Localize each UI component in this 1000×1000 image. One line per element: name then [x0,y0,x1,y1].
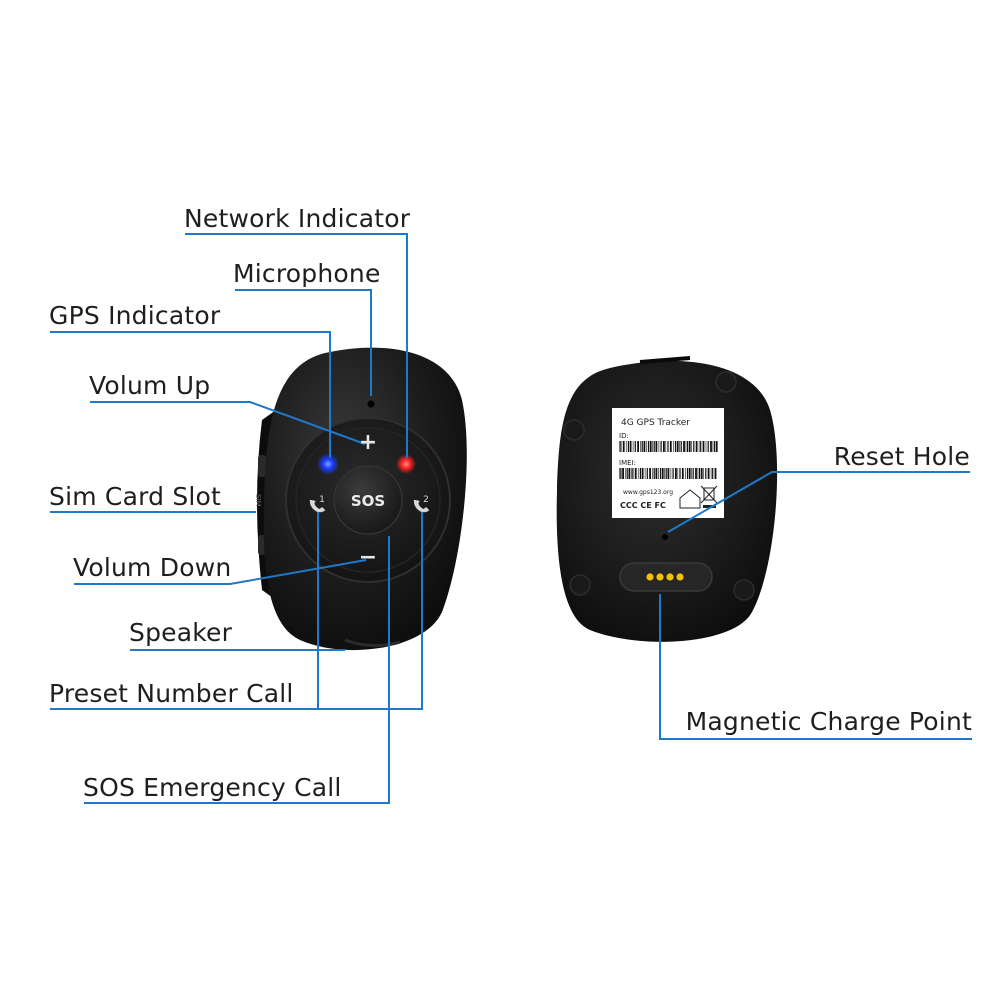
magnetic-charge-port [619,562,713,592]
screw-top-left [563,419,585,441]
label-speaker: Speaker [129,618,233,647]
charge-pin-3 [666,573,674,581]
control-ring-inner-edge [295,427,441,573]
network-indicator-led [396,454,416,474]
side-slot-text: SIM [254,494,262,507]
sos-button[interactable] [333,465,403,535]
screw-bottom-left [569,574,591,596]
leader-volum-down [74,559,367,585]
volum-up-symbol[interactable]: + [359,430,377,455]
sos-button-label[interactable]: SOS [351,492,385,510]
sticker-certification-marks: CCC CE FC [620,501,666,510]
sticker-imei: IMEI: [619,459,636,467]
speaker-grille [344,638,401,647]
gps-indicator-led [317,453,339,475]
phone-icon-2 [413,499,430,513]
device-back [556,356,778,642]
charge-pin-4 [676,573,684,581]
label-magnetic-charge-point: Magnetic Charge Point [685,707,972,736]
phone-icon-1 [309,499,326,513]
charge-pin-1 [646,573,654,581]
sticker-id: ID: [619,432,629,440]
label-volum-down: Volum Down [73,553,232,582]
leader-preset-call-2 [318,512,423,710]
device-front [257,347,467,651]
sim-card-slot-opening [258,455,266,477]
house-icon [679,489,701,509]
label-gps-indicator: GPS Indicator [49,301,221,330]
label-volum-up: Volum Up [89,371,211,400]
barcode-imei [619,468,717,479]
sticker-title: 4G GPS Tracker [621,418,690,428]
leader-network-indicator [185,233,408,458]
leader-sos-emergency-call [84,536,390,804]
screw-top-right [715,371,737,393]
leader-magnetic-charge-point [659,594,972,740]
charge-pin-2 [656,573,664,581]
screw-bottom-right [733,579,755,601]
label-network-indicator: Network Indicator [184,204,411,233]
call-key-2-label[interactable]: 2 [423,495,429,505]
leader-reset-hole [667,471,970,533]
leader-microphone [235,289,372,396]
leader-gps-indicator [50,331,331,458]
reset-hole [662,534,668,540]
volum-down-symbol[interactable]: − [359,545,377,570]
label-sim-card-slot: Sim Card Slot [49,482,222,511]
device-back-top-edge [639,356,691,364]
sticker-url: www.gps123.org [623,489,673,496]
label-sos-emergency-call: SOS Emergency Call [83,773,342,802]
barcode-id [619,441,718,452]
microphone-hole [367,400,375,408]
leader-volum-up [90,401,366,445]
label-preset-number-call: Preset Number Call [49,679,294,708]
label-reset-hole: Reset Hole [833,442,970,471]
label-microphone: Microphone [233,259,381,288]
call-key-1-label[interactable]: 1 [319,495,325,505]
leader-lines [50,233,972,804]
weee-bin-icon [700,485,718,508]
